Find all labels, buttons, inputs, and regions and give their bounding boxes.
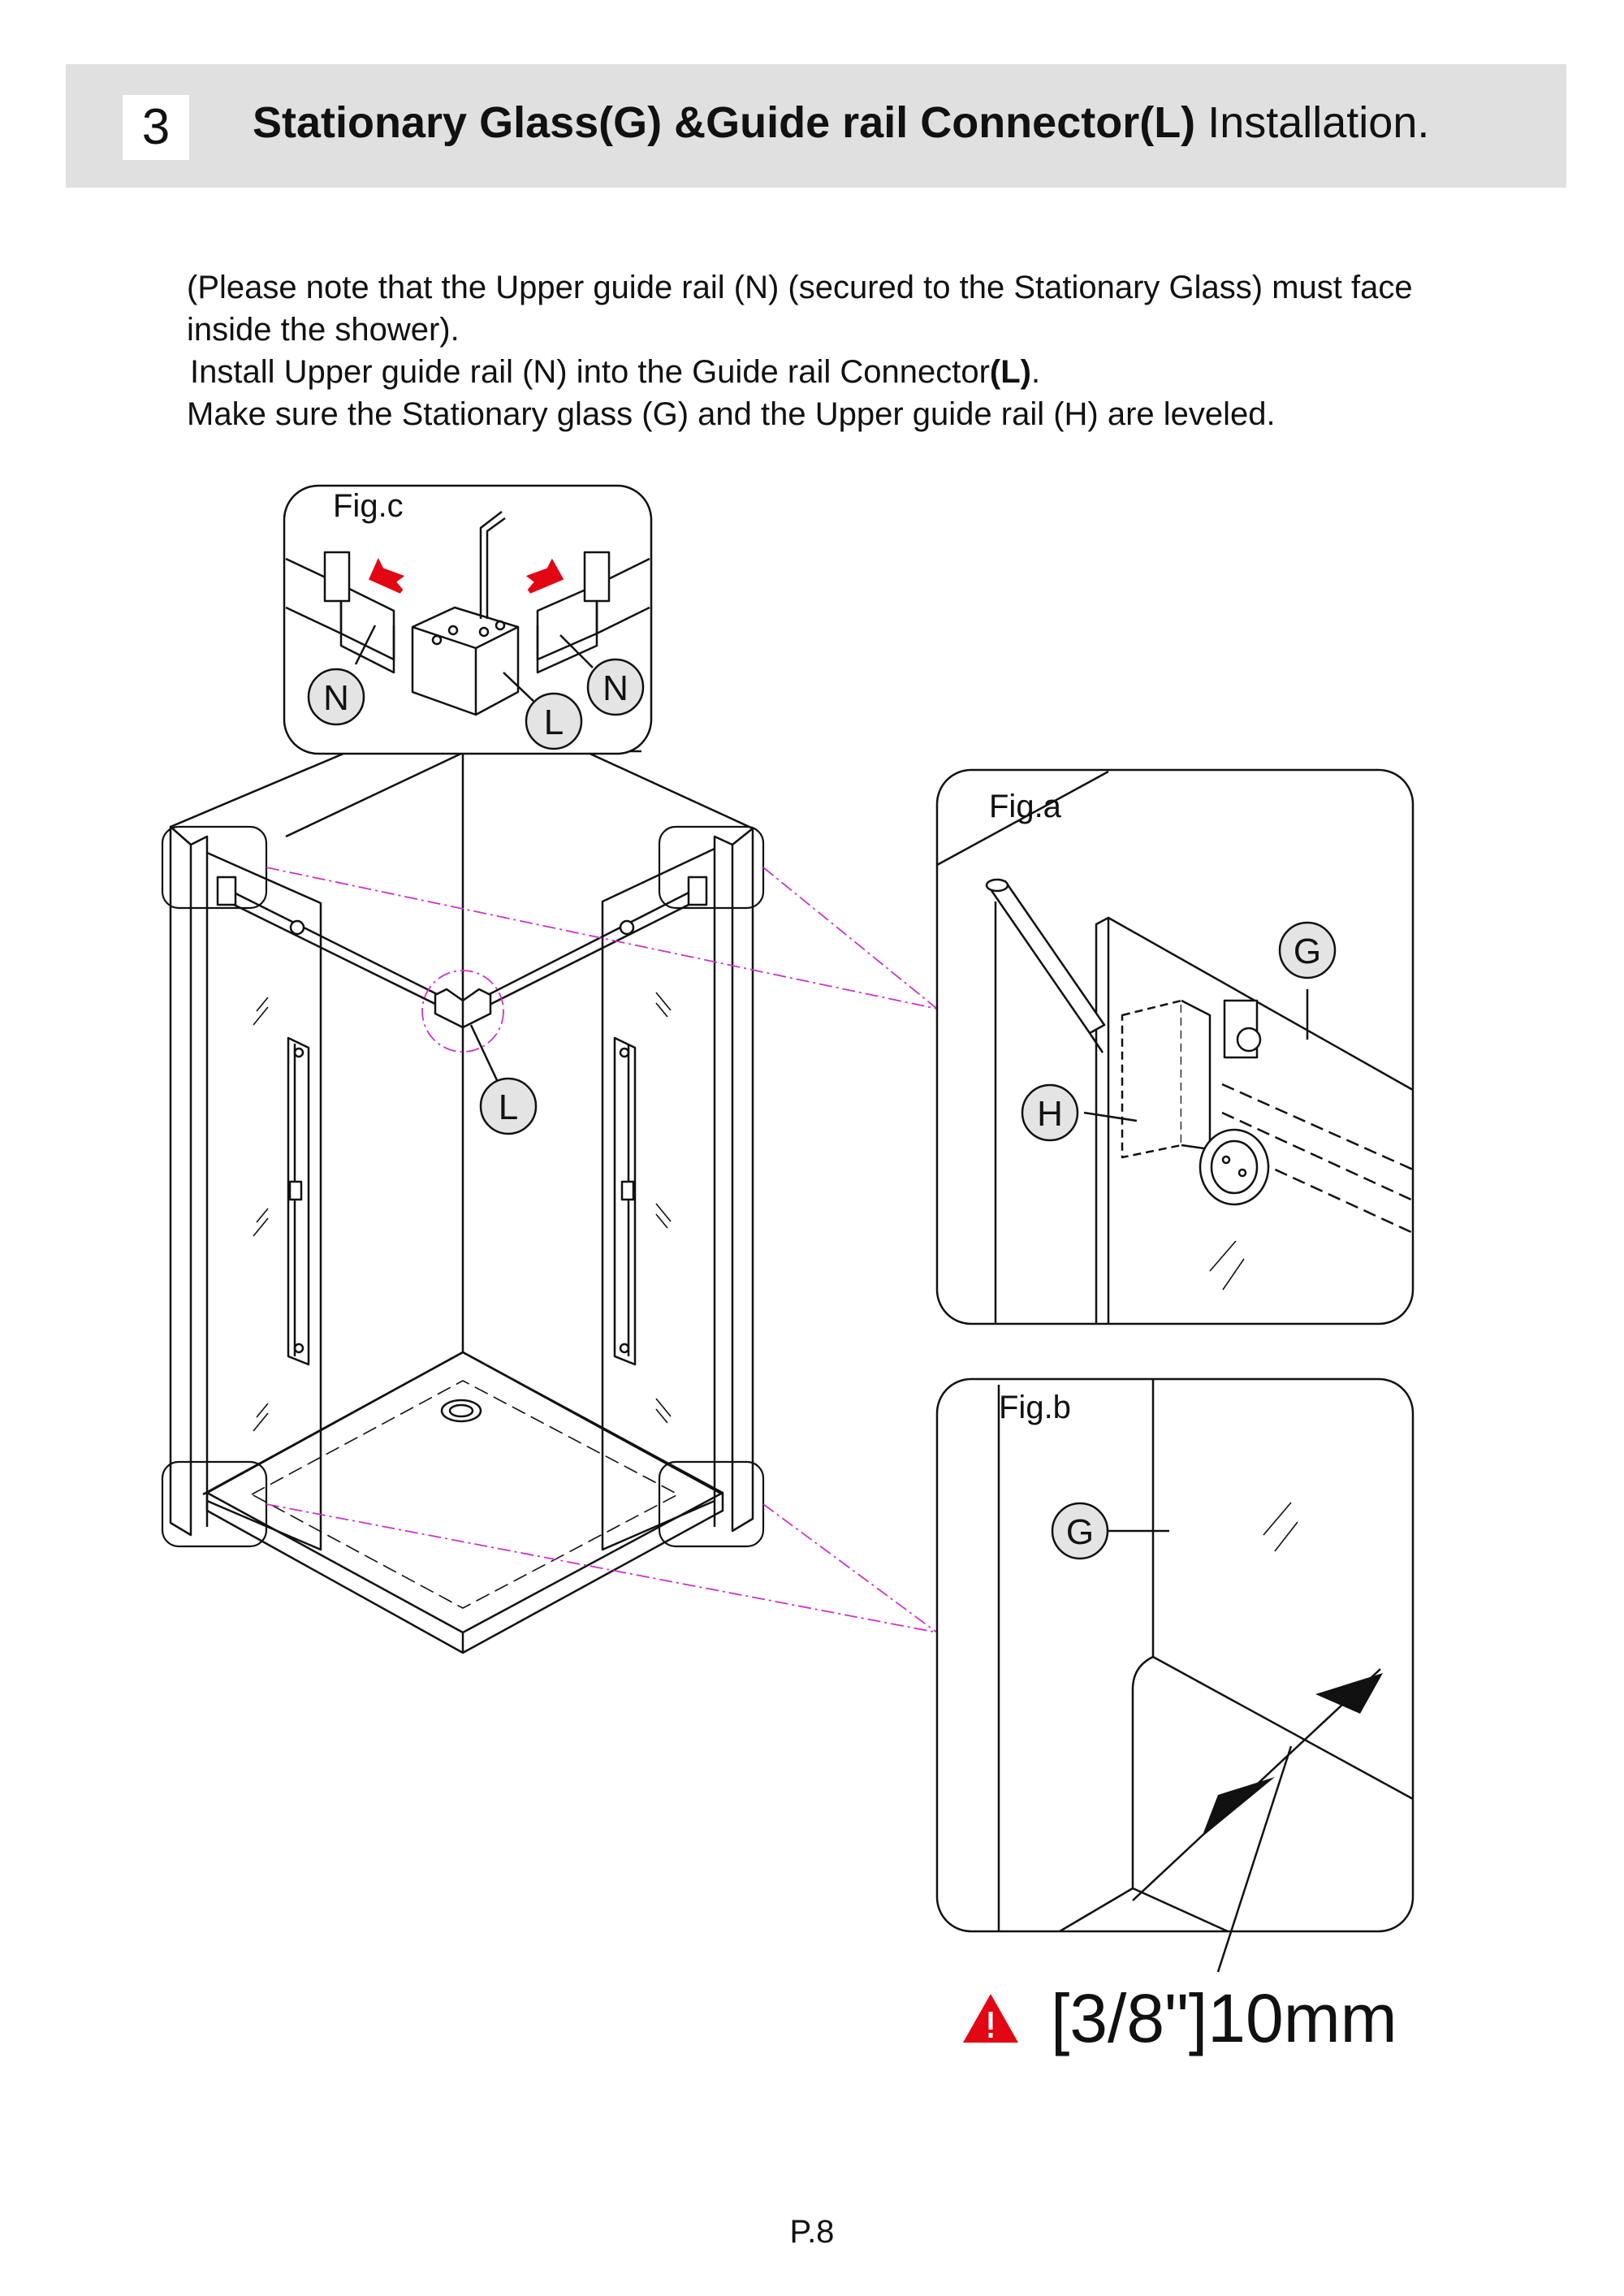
section-title: Stationary Glass(G) &Guide rail Connecto… bbox=[253, 89, 1429, 157]
svg-text:G: G bbox=[1066, 1512, 1094, 1552]
gap-specification: [3/8"]10mm bbox=[961, 1974, 1397, 2063]
svg-text:H: H bbox=[1037, 1094, 1063, 1134]
instruction-line-3-end: . bbox=[1031, 354, 1041, 390]
svg-text:N: N bbox=[603, 668, 628, 708]
fig-a-label: Fig.a bbox=[989, 789, 1062, 824]
fig-c-label: Fig.c bbox=[333, 488, 404, 524]
callout-h-fig-a: H bbox=[1021, 1083, 1079, 1142]
instruction-line-3-bold: (L) bbox=[989, 354, 1031, 390]
insert-arrow-icon bbox=[525, 558, 564, 594]
callout-g-fig-b: G bbox=[1051, 1502, 1109, 1560]
dimension-arrow-icon bbox=[1315, 1673, 1383, 1714]
page-number: P.8 bbox=[789, 2214, 835, 2250]
section-title-bold: Stationary Glass(G) &Guide rail Connecto… bbox=[253, 98, 1196, 147]
section-title-regular: Installation. bbox=[1207, 98, 1430, 147]
instruction-line-1: (Please note that the Upper guide rail (… bbox=[187, 270, 1413, 305]
callout-l-main: L bbox=[469, 1024, 538, 1135]
shower-enclosure-drawing bbox=[169, 750, 754, 1654]
warning-triangle-icon bbox=[963, 1994, 1018, 2043]
instruction-line-2: inside the shower). bbox=[187, 312, 460, 348]
fig-c-drawing bbox=[283, 484, 653, 755]
instructions: (Please note that the Upper guide rail (… bbox=[187, 266, 1567, 435]
callout-l-fig-c: L bbox=[525, 692, 583, 750]
callout-n-left: N bbox=[307, 668, 365, 726]
section-header: 3 Stationary Glass(G) &Guide rail Connec… bbox=[66, 64, 1566, 188]
step-number: 3 bbox=[123, 95, 189, 160]
fig-b-label: Fig.b bbox=[999, 1390, 1071, 1425]
dimension-arrow-icon bbox=[1202, 1777, 1275, 1837]
svg-text:L: L bbox=[499, 1087, 518, 1127]
instruction-line-3: Install Upper guide rail (N) into the Gu… bbox=[187, 351, 1567, 393]
insert-arrow-icon bbox=[369, 557, 405, 594]
callout-n-right: N bbox=[586, 658, 645, 716]
instruction-line-3-text: Install Upper guide rail (N) into the Gu… bbox=[190, 354, 990, 390]
gap-measurement: [3/8"]10mm bbox=[1051, 1980, 1397, 2056]
svg-text:N: N bbox=[323, 678, 349, 718]
svg-text:L: L bbox=[544, 703, 564, 742]
fig-a-drawing bbox=[935, 768, 1415, 1325]
fig-b-drawing bbox=[935, 1377, 1415, 1973]
leader-lines bbox=[266, 867, 938, 1633]
svg-text:G: G bbox=[1294, 932, 1321, 971]
callout-g-fig-a: G bbox=[1278, 921, 1337, 979]
instruction-line-4: Make sure the Stationary glass (G) and t… bbox=[187, 396, 1276, 432]
